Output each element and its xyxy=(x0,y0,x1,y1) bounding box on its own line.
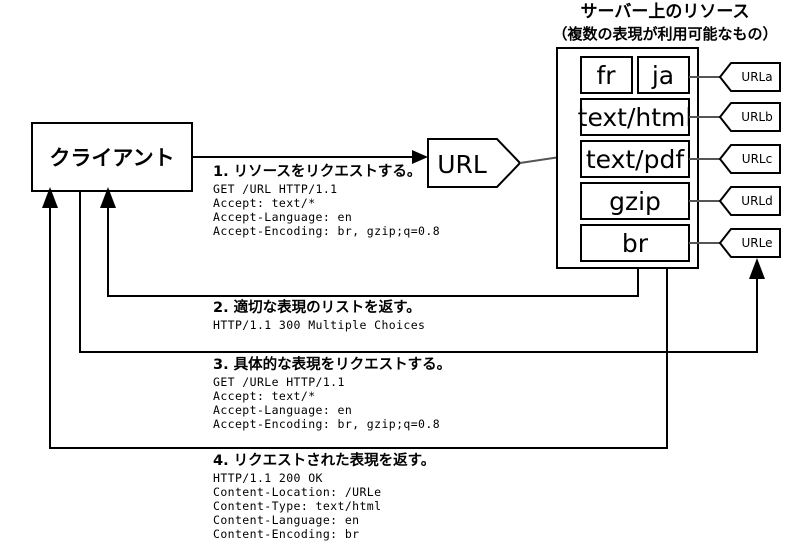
url-tag-b-label: URLb xyxy=(741,110,772,124)
step-3-code-line-0: GET /URLe HTTP/1.1 xyxy=(213,375,345,389)
step-4-text-group: 4. リクエストされた表現を返す。 HTTP/1.1 200 OK Conten… xyxy=(213,451,435,541)
representation-label-ja: ja xyxy=(651,61,674,90)
client-label: クライアント xyxy=(49,146,174,170)
representation-box-ja xyxy=(637,56,690,94)
step-1-code-line-2: Accept-Language: en xyxy=(213,210,352,224)
step-3-code-line-2: Accept-Language: en xyxy=(213,403,352,417)
url-tag-label: URL xyxy=(437,150,487,179)
url-tag-a-shape xyxy=(718,62,781,92)
step-3-text-group: 3. 具体的な表現をリクエストする。 GET /URLe HTTP/1.1 Ac… xyxy=(213,355,451,431)
step-4-code-line-1: Content-Location: /URLe xyxy=(213,485,381,499)
url-tag-e-label: URLe xyxy=(742,236,773,250)
arrowhead-step-1 xyxy=(412,150,428,164)
representation-label-text-pdf: text/pdf xyxy=(586,145,686,174)
step-1-code-line-1: Accept: text/* xyxy=(213,196,316,210)
arrowhead-step-3 xyxy=(749,258,765,279)
representation-box-text-pdf xyxy=(580,140,690,178)
url-tag-shape xyxy=(427,138,522,188)
server-panel-subtitle: （複数の表現が利用可能なもの） xyxy=(552,25,777,43)
representation-label-text-html: text/html xyxy=(578,103,693,132)
step-1-code-line-0: GET /URL HTTP/1.1 xyxy=(213,182,338,196)
step-1-title: 1. リソースをリクエストする。 xyxy=(213,163,421,180)
url-tag-a-label: URLa xyxy=(741,70,772,84)
step-4-code-line-3: Content-Language: en xyxy=(213,513,359,527)
step-4-code-line-2: Content-Type: text/html xyxy=(213,499,381,513)
step-1-text-group: 1. リソースをリクエストする。 GET /URL HTTP/1.1 Accep… xyxy=(213,163,440,238)
step-3-code-line-1: Accept: text/* xyxy=(213,389,316,403)
url-tag-e-shape xyxy=(718,228,781,258)
step-1-code-line-3: Accept-Encoding: br, gzip;q=0.8 xyxy=(213,224,440,238)
url-tag-c-shape xyxy=(718,144,781,174)
url-tag-c-label: URLc xyxy=(742,152,772,166)
step-2-code-line-0: HTTP/1.1 300 Multiple Choices xyxy=(213,318,425,332)
representation-label-fr: fr xyxy=(596,61,616,90)
url-tag-b-shape xyxy=(718,102,781,132)
flow-line-step-4 xyxy=(49,197,668,449)
url-to-server-connector xyxy=(519,156,561,164)
step-2-text-group: 2. 適切な表現のリストを返す。 HTTP/1.1 300 Multiple C… xyxy=(213,298,425,332)
representation-box-fr xyxy=(580,56,633,94)
step-4-code-line-4: Content-Encoding: br xyxy=(213,527,359,541)
server-panel-title: サーバー上のリソース xyxy=(581,2,750,22)
arrowhead-step-2 xyxy=(100,187,116,208)
representation-label-gzip: gzip xyxy=(609,187,661,216)
url-tag-d-label: URLd xyxy=(741,194,772,208)
arrowhead-step-4 xyxy=(42,187,58,208)
representation-box-text-html xyxy=(580,98,690,136)
representation-box-gzip xyxy=(580,182,690,220)
flow-line-step-2 xyxy=(107,197,639,297)
client-box xyxy=(31,122,193,192)
url-tag-d-shape xyxy=(718,186,781,216)
representation-label-br: br xyxy=(622,229,649,258)
step-4-title: 4. リクエストされた表現を返す。 xyxy=(213,451,435,469)
flow-line-step-3 xyxy=(79,191,758,353)
step-3-code-line-3: Accept-Encoding: br, gzip;q=0.8 xyxy=(213,417,440,431)
step-2-title: 2. 適切な表現のリストを返す。 xyxy=(213,298,421,316)
step-4-code-line-0: HTTP/1.1 200 OK xyxy=(213,471,323,485)
step-3-title: 3. 具体的な表現をリクエストする。 xyxy=(213,355,451,373)
